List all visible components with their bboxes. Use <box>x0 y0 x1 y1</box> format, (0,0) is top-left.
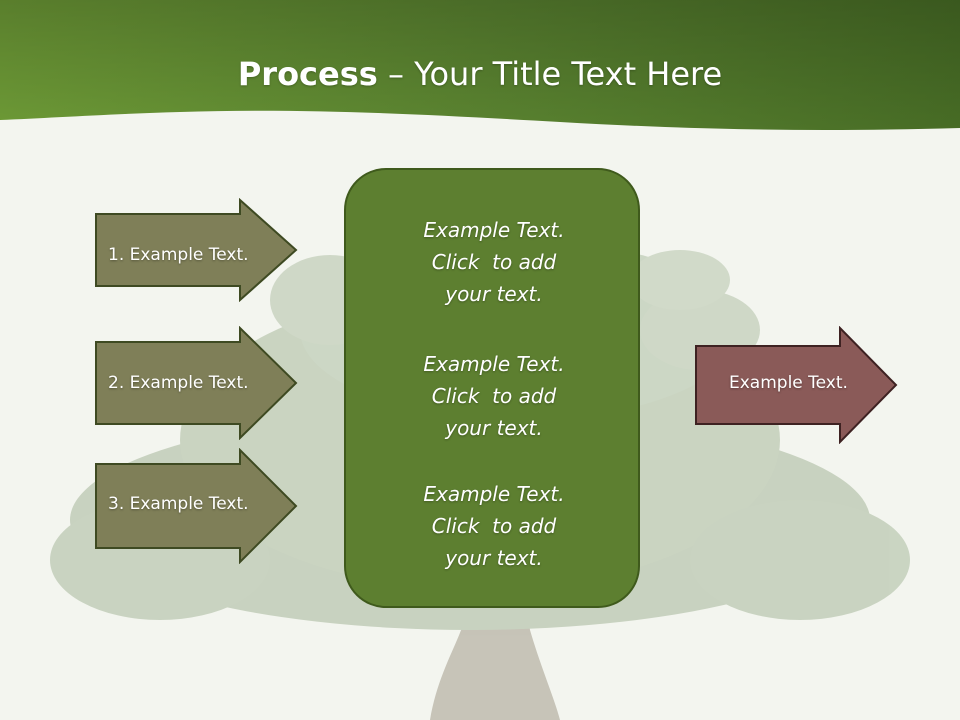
left-arrow-3-label: 3. Example Text. <box>108 494 249 514</box>
center-item-2: Example Text. Click to add your text. <box>346 348 642 444</box>
center-item-2-line3: your text. <box>445 416 543 440</box>
center-text-box[interactable]: Example Text. Click to add your text. Ex… <box>344 168 640 608</box>
center-item-1-line3: your text. <box>445 282 543 306</box>
left-arrow-1[interactable] <box>94 198 300 302</box>
left-arrow-2[interactable] <box>94 326 300 440</box>
left-arrow-1-label: 1. Example Text. <box>108 245 249 265</box>
center-item-3-line1: Example Text. <box>423 482 565 506</box>
right-arrow[interactable] <box>694 326 900 444</box>
center-item-1-line1: Example Text. <box>423 218 565 242</box>
center-item-2-line1: Example Text. <box>423 352 565 376</box>
left-arrow-3[interactable] <box>94 448 300 564</box>
left-arrow-2-label: 2. Example Text. <box>108 373 249 393</box>
right-arrow-label: Example Text. <box>729 373 848 393</box>
center-item-3: Example Text. Click to add your text. <box>346 478 642 574</box>
center-item-1-line2: Click to add <box>431 250 557 274</box>
center-item-1: Example Text. Click to add your text. <box>346 214 642 310</box>
title-rest: – Your Title Text Here <box>377 55 723 93</box>
center-item-3-line2: Click to add <box>431 514 557 538</box>
title-bold: Process <box>237 55 378 93</box>
slide-title: Process – Your Title Text Here <box>0 52 960 96</box>
center-item-3-line3: your text. <box>445 546 543 570</box>
center-item-2-line2: Click to add <box>431 384 557 408</box>
